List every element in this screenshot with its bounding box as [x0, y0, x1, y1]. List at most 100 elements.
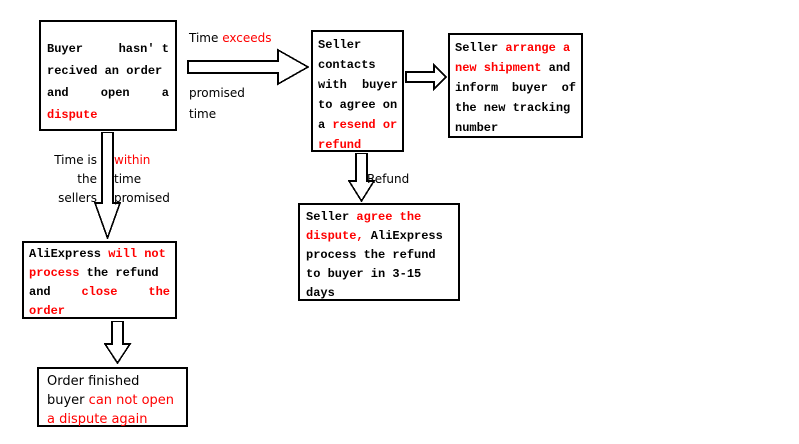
text-segment: Refund [367, 172, 410, 186]
text-segment: time [114, 172, 142, 186]
label-time-within-right: within time promised [114, 151, 170, 208]
text-segment: hasn' t [118, 42, 169, 56]
text-segment: Seller [318, 38, 362, 52]
text-segment: dispute [47, 108, 98, 122]
text-segment: buyer [47, 393, 89, 408]
text-segment: with [318, 78, 347, 92]
text-segment: buyer [361, 78, 398, 92]
text-segment: Time [189, 31, 223, 45]
text-segment: Seller [306, 210, 357, 224]
text-segment: order [29, 304, 66, 318]
box-order-finished: Order finished buyer can not open a disp… [37, 367, 188, 427]
label-line: sellers [40, 189, 97, 208]
flow-box-line: days [306, 284, 452, 303]
label-line: promised [189, 83, 245, 104]
flow-box-line: recived an order [47, 60, 169, 82]
text-segment: number [455, 121, 499, 135]
label-line: time [114, 170, 170, 189]
text-segment: Order finished [47, 374, 140, 389]
block-arrow-down-icon [348, 153, 376, 202]
box-aliexpress-close-order: AliExpress will not process the refund a… [22, 241, 177, 319]
flow-box-line: new shipment and [455, 58, 576, 78]
label-line: Time exceeds [189, 31, 271, 45]
flow-box-line: to agree on [318, 95, 398, 115]
text-segment: the refund [79, 266, 159, 280]
text-segment: will not [108, 247, 166, 261]
text-segment: exceeds [222, 31, 272, 45]
flow-box-line: AliExpress will not [29, 245, 170, 264]
text-segment: inform [455, 81, 499, 95]
text-segment: the [148, 285, 170, 299]
text-segment: and [47, 86, 69, 100]
text-segment: the new tracking [455, 101, 571, 115]
text-segment: a [318, 118, 333, 132]
text-segment: recived an order [47, 64, 163, 78]
label-line: within [114, 151, 170, 170]
label-line: Time is [40, 151, 97, 170]
flow-box-line: Seller arrange a [455, 38, 576, 58]
text-segment: new shipment [455, 61, 542, 75]
text-segment: time [189, 107, 217, 121]
text-segment: contacts [318, 58, 376, 72]
box-seller-agree-refund: Seller agree the dispute, AliExpress pro… [298, 203, 460, 301]
text-segment: resend or [332, 118, 398, 132]
flow-box-line: Seller agree the [306, 208, 452, 227]
text-segment: close [81, 285, 118, 299]
flow-box-line: Order finished [47, 372, 178, 391]
flow-box-line: a resend or [318, 115, 398, 135]
text-segment: AliExpress [29, 247, 109, 261]
label-line: time [189, 104, 245, 125]
label-time-within-left: Time is the sellers [40, 151, 97, 208]
flow-box-line: order [29, 302, 170, 321]
flow-box-line: to buyer in 3-15 [306, 265, 452, 284]
flow-box-line: the new tracking [455, 98, 576, 118]
text-segment: sellers [58, 191, 97, 205]
box-seller-new-shipment: Seller arrange a new shipment and inform… [448, 33, 583, 138]
text-segment: days [306, 286, 335, 300]
block-arrow-down-icon [94, 132, 122, 239]
flow-box-line: contacts [318, 55, 398, 75]
text-segment: Seller [455, 41, 506, 55]
label-line: promised [114, 189, 170, 208]
text-segment: open [100, 86, 130, 100]
text-segment: AliExpress [363, 229, 443, 243]
flow-box-line: refund [318, 135, 398, 155]
text-segment: to buyer in 3-15 [306, 267, 422, 281]
text-segment: promised [189, 86, 245, 100]
text-segment: arrange a [505, 41, 571, 55]
block-arrow-right-icon [187, 48, 310, 86]
text-segment: promised [114, 191, 170, 205]
text-segment: Time is [54, 153, 97, 167]
block-arrow-down-icon [104, 321, 132, 364]
flow-box-line: process the refund [306, 246, 452, 265]
text-segment: a dispute again [47, 412, 148, 427]
text-segment: within [114, 153, 151, 167]
text-segment: and [541, 61, 571, 75]
flow-box-line: Seller [318, 35, 398, 55]
text-segment: of [561, 81, 576, 95]
text-segment: refund [318, 138, 362, 152]
flow-box-line: a dispute again [47, 410, 178, 429]
text-segment: the [77, 172, 97, 186]
flow-box-line: buyer can not open [47, 391, 178, 410]
label-line: the [40, 170, 97, 189]
text-segment: dispute, [306, 229, 364, 243]
label-line: Refund [367, 172, 409, 186]
label-time-exceeds: Time exceeds [189, 31, 271, 45]
flow-box-line: with buyer [318, 75, 398, 95]
flow-box-line: dispute [47, 104, 169, 126]
label-promised-time: promised time [189, 83, 245, 125]
flow-box-line: number [455, 118, 576, 138]
text-segment: can not open [88, 393, 175, 408]
text-segment: process [29, 266, 80, 280]
text-segment: process the refund [306, 248, 436, 262]
box-seller-contacts: Seller contacts with buyer to agree on a … [311, 30, 404, 152]
block-arrow-right-icon [405, 63, 448, 91]
text-segment: buyer [511, 81, 548, 95]
